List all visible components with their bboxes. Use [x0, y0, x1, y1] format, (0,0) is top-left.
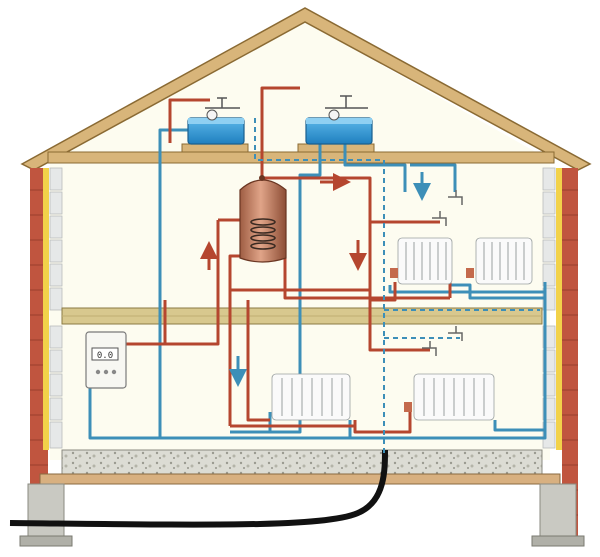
cold-water-storage-tank	[305, 95, 373, 145]
boiler-display: 0.0	[97, 351, 113, 361]
boiler: 0.0	[85, 331, 127, 389]
tap-icon	[448, 326, 463, 341]
float-valve-icon	[205, 97, 240, 121]
wall-left	[30, 167, 63, 540]
radiator	[466, 237, 533, 285]
tap-icon	[422, 341, 437, 356]
cylinder-coil-icon	[250, 218, 276, 250]
hot-water-pipework	[90, 86, 452, 434]
vent-pipe	[254, 118, 540, 455]
tap-icon	[432, 211, 447, 226]
radiator	[404, 373, 495, 421]
foundation	[19, 483, 585, 547]
mains-supply-pipe	[9, 449, 388, 528]
radiator	[390, 237, 453, 285]
first-floor-slab	[61, 307, 543, 325]
hot-water-cylinder	[239, 175, 287, 263]
feed-and-expansion-tank	[187, 97, 245, 145]
tap-icon	[448, 190, 463, 205]
wall-right	[542, 167, 578, 540]
float-valve-icon	[325, 95, 368, 121]
ground-floor-slab	[39, 449, 561, 485]
radiator	[271, 373, 351, 421]
